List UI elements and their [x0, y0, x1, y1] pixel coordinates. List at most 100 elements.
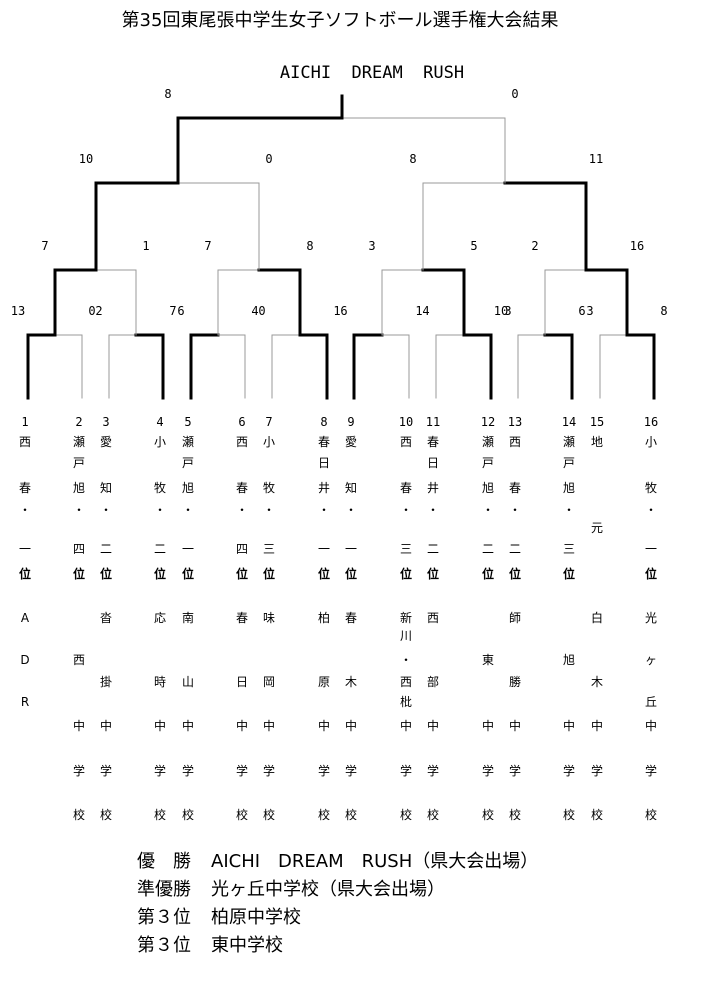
- team-label-char: 春: [318, 435, 330, 449]
- team-number: 13: [508, 415, 522, 429]
- team-label-char: 牧: [645, 481, 657, 495]
- team-school-char: 中: [509, 718, 521, 733]
- team-number: 8: [320, 415, 327, 429]
- score-label: 2: [95, 304, 102, 318]
- result-rank: 第３位: [137, 907, 191, 928]
- score-label: 7: [41, 239, 48, 253]
- team-label-char: 戸: [482, 456, 494, 470]
- team-label-char: 位: [154, 566, 166, 581]
- team-label-char: 日: [318, 456, 330, 470]
- team-school-char: 部: [427, 674, 439, 689]
- team-school-char: 勝: [509, 674, 521, 689]
- team-label-char: 愛: [345, 435, 357, 449]
- team-school-char: 中: [236, 718, 248, 733]
- team-label-char: 小: [263, 435, 275, 449]
- team-number: 4: [156, 415, 163, 429]
- team-school-char: 東: [482, 653, 494, 667]
- result-rank: 準優勝: [137, 879, 191, 900]
- score-label: 1: [415, 304, 422, 318]
- team-label-char: ・: [318, 503, 330, 517]
- team-number: 7: [265, 415, 272, 429]
- team-school-char: 新: [400, 610, 412, 625]
- team-school-char: 中: [563, 718, 575, 733]
- team-label-char: 位: [345, 566, 357, 581]
- team-label-char: ・: [182, 503, 194, 517]
- team-label-char: 旭: [73, 481, 85, 495]
- team-label-char: 春: [427, 435, 439, 449]
- team-school-char: 味: [263, 611, 275, 625]
- team-school-char: 学: [563, 763, 575, 778]
- team-school-char: 学: [154, 763, 166, 778]
- team-school-char: 白: [591, 610, 603, 625]
- team-label-char: 知: [345, 481, 357, 495]
- team-label-char: 一: [182, 542, 194, 556]
- team-school-char: 沓: [100, 611, 112, 625]
- team-label-char: ・: [482, 503, 494, 517]
- team-label-char: ・: [236, 503, 248, 517]
- team-school-char: 中: [482, 718, 494, 733]
- team-label-char: 位: [236, 566, 248, 581]
- score-label: 2: [531, 239, 538, 253]
- result-row-third-b: 第３位東中学校: [137, 932, 538, 960]
- team-school-char: A: [21, 611, 30, 625]
- team-school-char: 春: [345, 611, 357, 625]
- team-number: 5: [184, 415, 191, 429]
- score-label: 6: [177, 304, 184, 318]
- team-school-char: R: [21, 695, 29, 709]
- team-label-char: 愛: [100, 435, 112, 449]
- team-label-char: 三: [400, 542, 412, 556]
- team-label-char: 二: [427, 542, 439, 556]
- team-label-char: 旭: [563, 481, 575, 495]
- score-label: 10: [79, 152, 93, 166]
- team-school-char: 校: [263, 807, 275, 822]
- team-label-char: 旭: [182, 481, 194, 495]
- team-label-char: 二: [154, 542, 166, 556]
- score-label: 3: [586, 304, 593, 318]
- team-school-char: 西: [427, 611, 439, 625]
- team-label-char: 一: [19, 542, 31, 556]
- team-school-char: 学: [236, 763, 248, 778]
- team-school-char: 木: [591, 675, 603, 689]
- score-label: 8: [409, 152, 416, 166]
- team-label-char: 旭: [482, 481, 494, 495]
- champion-label: AICHI DREAM RUSH: [280, 63, 464, 83]
- score-label: 11: [589, 152, 603, 166]
- team-label-char: 位: [100, 566, 112, 581]
- team-label-char: 位: [318, 566, 330, 581]
- team-label-char: 位: [400, 566, 412, 581]
- team-school-char: 応: [154, 611, 166, 625]
- team-number: 12: [481, 415, 495, 429]
- team-school-char: 柏: [318, 610, 330, 625]
- team-label-char: ・: [645, 503, 657, 517]
- team-school-char: 学: [318, 763, 330, 778]
- team-school-char: 学: [427, 763, 439, 778]
- team-label-char: 位: [73, 566, 85, 581]
- team-school-char: ・: [400, 653, 412, 667]
- team-school-char: 校: [154, 807, 166, 822]
- team-number: 3: [102, 415, 109, 429]
- team-school-char: 校: [100, 807, 112, 822]
- team-label-char: 位: [427, 566, 439, 581]
- team-label-char: 瀬: [482, 435, 494, 449]
- team-school-char: 学: [645, 763, 657, 778]
- team-label-char: 元: [591, 521, 603, 535]
- score-label: 3: [368, 239, 375, 253]
- team-label-char: ・: [263, 503, 275, 517]
- score-label: 1: [333, 304, 340, 318]
- score-label: 13: [11, 304, 25, 318]
- score-label: 16: [630, 239, 644, 253]
- team-school-char: 中: [345, 718, 357, 733]
- team-label-char: ・: [19, 503, 31, 517]
- team-school-char: 中: [427, 718, 439, 733]
- team-label-char: 位: [19, 566, 31, 581]
- team-school-char: 春: [236, 611, 248, 625]
- team-label-char: 一: [645, 542, 657, 556]
- score-label: 0: [265, 152, 272, 166]
- score-label: 0: [88, 304, 95, 318]
- team-label-char: 牧: [263, 481, 275, 495]
- team-school-char: 学: [591, 763, 603, 778]
- team-label-char: 位: [645, 566, 657, 581]
- team-label-char: 春: [509, 481, 521, 495]
- team-school-char: 中: [318, 718, 330, 733]
